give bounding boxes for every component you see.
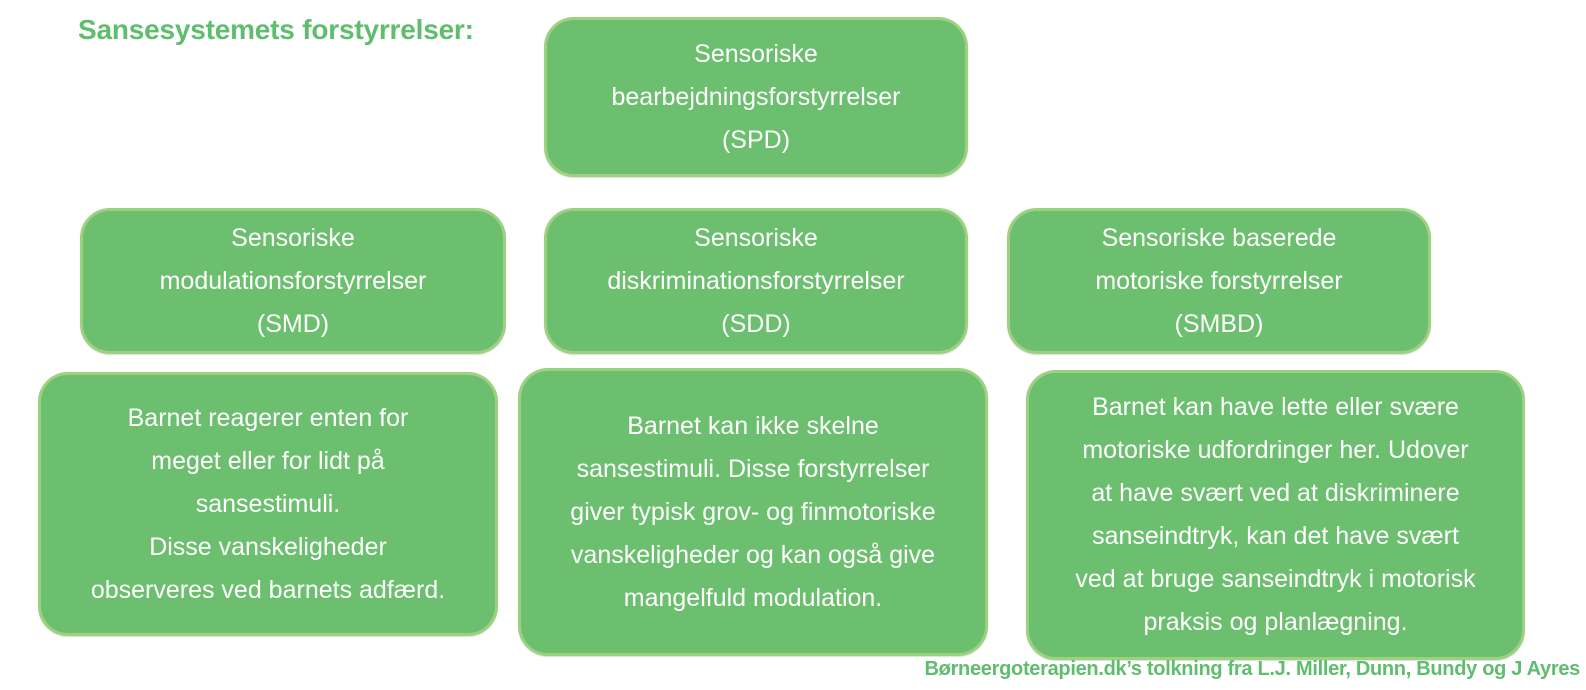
smd-label: Sensoriske modulationsforstyrrelser (SMD… (159, 223, 427, 338)
sdd-label: Sensoriske diskriminationsforstyrrelser … (607, 223, 905, 338)
sdd-description-box: Barnet kan ikke skelne sansestimuli. Dis… (518, 368, 988, 656)
smd-description: Barnet reagerer enten for meget eller fo… (90, 403, 446, 604)
smbd-description-box: Barnet kan have lette eller svære motori… (1026, 370, 1525, 660)
smbd-box: Sensoriske baserede motoriske forstyrrel… (1007, 208, 1431, 354)
smd-description-box: Barnet reagerer enten for meget eller fo… (38, 372, 498, 636)
page-title: Sansesystemets forstyrrelser: (78, 14, 474, 45)
sdd-description: Barnet kan ikke skelne sansestimuli. Dis… (570, 411, 936, 612)
spd-box: Sensoriske bearbejdningsforstyrrelser (S… (544, 17, 968, 177)
smd-box: Sensoriske modulationsforstyrrelser (SMD… (80, 208, 506, 354)
attribution-footer: Børneergoterapien.dk’s tolkning fra L.J.… (924, 658, 1581, 680)
smbd-description: Barnet kan have lette eller svære motori… (1075, 393, 1476, 636)
sdd-box: Sensoriske diskriminationsforstyrrelser … (544, 208, 968, 354)
spd-label: Sensoriske bearbejdningsforstyrrelser (S… (611, 39, 901, 154)
smbd-label: Sensoriske baserede motoriske forstyrrel… (1095, 223, 1343, 338)
